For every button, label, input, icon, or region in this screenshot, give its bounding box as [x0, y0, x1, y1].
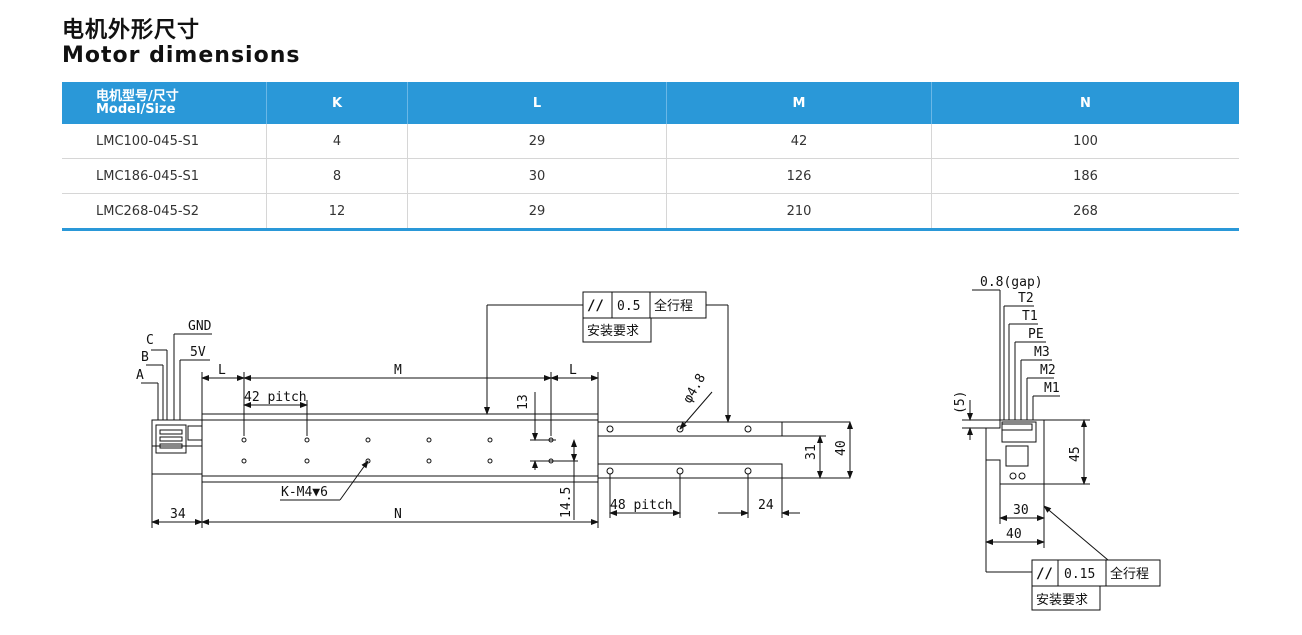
label-t2: T2 [1018, 291, 1034, 306]
side-view [962, 289, 1161, 611]
cell-m: 210 [666, 193, 932, 230]
tolerance-side-symbol: // [1036, 566, 1053, 582]
table-row: LMC100-045-S1 4 29 42 100 [62, 124, 1239, 159]
header-model-cn: 电机型号/尺寸 [96, 89, 179, 104]
label-t1: T1 [1022, 309, 1038, 324]
label-5: (5) [953, 391, 968, 414]
cell-k: 4 [266, 124, 408, 159]
label-5v: 5V [190, 345, 206, 360]
cell-l: 29 [407, 193, 667, 230]
tolerance-side-scope: 全行程 [1110, 566, 1149, 582]
label-c: C [146, 333, 154, 348]
cell-model: LMC100-045-S1 [62, 124, 267, 159]
cell-model: LMC186-045-S1 [62, 158, 267, 194]
label-48-pitch: 48 pitch [610, 498, 673, 513]
label-45: 45 [1068, 446, 1083, 462]
tolerance-main-note: 安装要求 [587, 324, 639, 339]
label-l-left: L [218, 363, 226, 378]
label-k-m4: K-M4▼6 [281, 485, 328, 500]
table-row: LMC186-045-S1 8 30 126 186 [62, 158, 1239, 194]
header-model-en: Model/Size [96, 102, 176, 117]
header-model: 电机型号/尺寸 Model/Size [62, 82, 267, 124]
label-m3: M3 [1034, 345, 1050, 360]
label-31: 31 [804, 444, 819, 460]
tolerance-main-value: 0.5 [617, 299, 640, 314]
tolerance-main-scope: 全行程 [654, 298, 693, 314]
label-42-pitch: 42 pitch [244, 390, 307, 405]
page-title-cn: 电机外形尺寸 [62, 18, 201, 43]
label-40-side: 40 [1006, 527, 1022, 542]
tolerance-main-symbol: // [587, 298, 604, 314]
label-a: A [136, 368, 144, 383]
cell-n: 100 [931, 124, 1239, 159]
label-gap: 0.8(gap) [980, 275, 1043, 290]
label-m: M [394, 363, 402, 378]
label-n: N [394, 507, 402, 522]
label-30: 30 [1013, 503, 1029, 518]
cell-m: 42 [666, 124, 932, 159]
label-m1: M1 [1044, 381, 1060, 396]
dimension-table: 电机型号/尺寸 Model/Size K L M N LMC100-045-S1… [62, 82, 1239, 231]
cell-model: LMC268-045-S2 [96, 203, 200, 219]
label-gnd: GND [188, 319, 212, 334]
label-m2: M2 [1040, 363, 1056, 378]
table-row: LMC268-045-S2 12 29 210 268 [62, 193, 1239, 230]
label-40: 40 [834, 440, 849, 456]
header-l: L [407, 82, 667, 124]
tolerance-side-note: 安装要求 [1036, 593, 1088, 608]
label-14-5: 14.5 [559, 487, 574, 518]
label-b: B [141, 350, 149, 365]
main-view [141, 291, 853, 528]
page-title-en: Motor dimensions [62, 43, 301, 68]
cell-l: 30 [407, 158, 667, 194]
label-34: 34 [170, 507, 186, 522]
cell-n: 186 [931, 158, 1239, 194]
cell-l: 29 [407, 124, 667, 159]
table-header-row: 电机型号/尺寸 Model/Size K L M N [62, 82, 1239, 124]
label-24: 24 [758, 498, 774, 513]
cell-k: 8 [266, 158, 408, 194]
header-n: N [931, 82, 1239, 124]
cell-m: 126 [666, 158, 932, 194]
cell-k: 12 [266, 193, 408, 230]
label-pe: PE [1028, 327, 1044, 342]
label-13: 13 [516, 394, 531, 410]
cell-n: 268 [931, 193, 1239, 230]
label-l-right: L [569, 363, 577, 378]
header-k: K [266, 82, 408, 124]
header-m: M [666, 82, 932, 124]
tolerance-side-value: 0.15 [1064, 567, 1095, 582]
